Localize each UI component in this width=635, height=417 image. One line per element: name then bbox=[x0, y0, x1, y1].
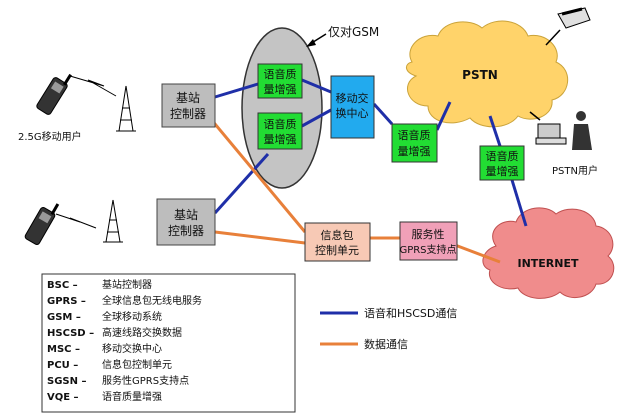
voice-line-label: 语音和HSCSD通信 bbox=[364, 306, 457, 320]
bsc-top-line1: 基站 bbox=[176, 91, 200, 105]
msc-line2: 换中心 bbox=[336, 106, 369, 120]
abbrev-legend-rows: BSC – 基站控制器 GPRS – 全球信息包无线电服务 GSM – 全球移动… bbox=[47, 278, 202, 403]
vqe-pstn-line2: 量增强 bbox=[486, 164, 519, 178]
bsc-bottom-line2: 控制器 bbox=[168, 224, 204, 238]
vqe-pstn-line1: 语音质 bbox=[486, 149, 519, 163]
radio-wave-icon-2 bbox=[55, 213, 97, 229]
sgsn-line1: 服务性 bbox=[412, 227, 445, 241]
legend-abbr-7: VQE – bbox=[47, 392, 79, 403]
pstn-cloud: PSTN bbox=[406, 20, 569, 128]
legend-desc-5: 信息包控制单元 bbox=[102, 358, 172, 371]
mobile-phone-icon bbox=[36, 73, 72, 115]
mobile-user-label: 2.5G移动用户 bbox=[18, 130, 82, 143]
internet-label: INTERNET bbox=[517, 257, 579, 270]
legend-desc-1: 全球信息包无线电服务 bbox=[102, 294, 202, 307]
vqe-msc-line2: 量增强 bbox=[398, 144, 431, 158]
radio-wave-icon bbox=[69, 75, 117, 97]
legend-desc-0: 基站控制器 bbox=[102, 278, 152, 291]
legend-desc-3: 高速线路交换数据 bbox=[102, 326, 182, 339]
cell-tower-icon bbox=[116, 85, 136, 132]
legend-desc-7: 语音质量增强 bbox=[102, 390, 162, 403]
legend-abbr-5: PCU – bbox=[47, 360, 78, 371]
vqe-mid-line2: 量增强 bbox=[264, 132, 297, 146]
legend-abbr-4: MSC – bbox=[47, 344, 80, 355]
vqe-pstn-box: 语音质 量增强 bbox=[479, 145, 525, 181]
pcu-line2: 控制单元 bbox=[315, 243, 359, 257]
gsm-only-ellipse bbox=[241, 27, 323, 189]
msc-line1: 移动交 bbox=[336, 91, 369, 105]
vqe-mid-line1: 语音质 bbox=[264, 117, 297, 131]
legend-abbr-6: SGSN – bbox=[47, 376, 86, 387]
vqe-top-box: 语音质 量增强 bbox=[257, 63, 303, 99]
legend-abbr-2: GSM – bbox=[47, 312, 81, 323]
mobile-phone-icon-2 bbox=[24, 203, 60, 245]
vqe-msc-box: 语音质 量增强 bbox=[391, 123, 438, 163]
pcu-box: 信息包 控制单元 bbox=[304, 222, 371, 262]
bsc-top-box: 基站 控制器 bbox=[161, 83, 216, 128]
bsc-bottom-box: 基站 控制器 bbox=[156, 198, 216, 246]
internet-cloud: INTERNET bbox=[482, 207, 615, 299]
pstn-label: PSTN bbox=[462, 68, 498, 82]
legend-abbr-3: HSCSD – bbox=[47, 328, 94, 339]
telephone-icon bbox=[545, 7, 591, 46]
vqe-msc-line1: 语音质 bbox=[398, 128, 431, 142]
gsm-only-label: 仅对GSM bbox=[328, 25, 379, 39]
data-links bbox=[208, 117, 501, 264]
pstn-user-label: PSTN用户 bbox=[552, 164, 598, 177]
bsc-bottom-line1: 基站 bbox=[174, 208, 198, 222]
legend-abbr-0: BSC – bbox=[47, 280, 78, 291]
sgsn-box: 服务性 GPRS支持点 bbox=[399, 221, 458, 261]
sgsn-line2: GPRS支持点 bbox=[399, 243, 456, 256]
pstn-user-icon bbox=[529, 111, 592, 150]
bsc-top-line2: 控制器 bbox=[170, 107, 206, 121]
vqe-mid-box: 语音质 量增强 bbox=[257, 112, 303, 150]
voice-links bbox=[213, 78, 528, 227]
pcu-line1: 信息包 bbox=[321, 228, 354, 242]
legend-desc-6: 服务性GPRS支持点 bbox=[102, 374, 189, 387]
cell-tower-icon-2 bbox=[103, 199, 123, 243]
vqe-top-line1: 语音质 bbox=[264, 67, 297, 81]
gsm-only-arrowhead bbox=[306, 39, 316, 47]
legend-abbr-1: GPRS – bbox=[47, 296, 86, 307]
legend-desc-4: 移动交换中心 bbox=[102, 342, 162, 355]
msc-box: 移动交 换中心 bbox=[330, 75, 375, 139]
vqe-top-line2: 量增强 bbox=[264, 82, 297, 96]
abbrev-legend-box bbox=[41, 273, 296, 413]
data-line-label: 数据通信 bbox=[364, 337, 408, 351]
legend-desc-2: 全球移动系统 bbox=[102, 310, 162, 323]
